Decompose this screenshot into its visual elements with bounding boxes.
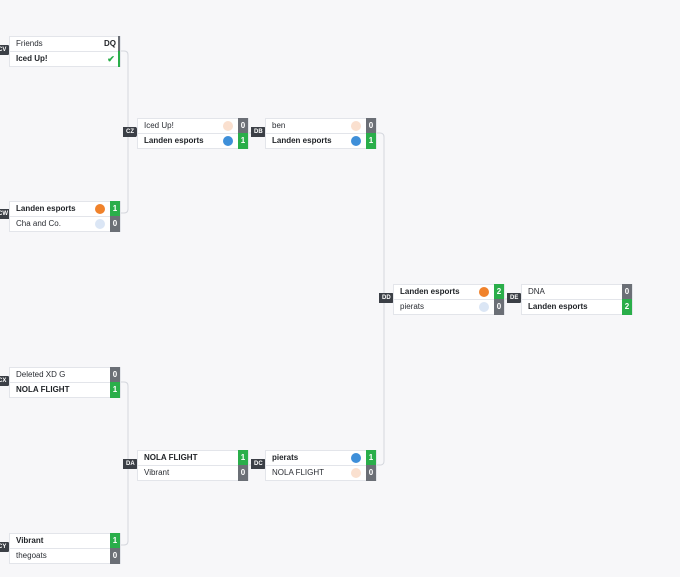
team-name: Landen esports	[400, 287, 460, 296]
match-id-tag: CX	[0, 376, 12, 386]
match-id-tag: CY	[0, 542, 12, 552]
team-name: Iced Up!	[144, 121, 174, 130]
match-da[interactable]: DA NOLA FLIGHT 1 Vibrant 0	[123, 450, 249, 481]
score: 1	[110, 201, 120, 217]
match-cy[interactable]: CY Vibrant 1 thegoats 0	[0, 533, 121, 564]
match-cz[interactable]: CZ Iced Up! 0 Landen esports 1	[123, 118, 249, 149]
match-db[interactable]: DB ben 0 Landen esports 1	[251, 118, 377, 149]
team-slot[interactable]: thegoats 0	[9, 548, 121, 564]
team-slot[interactable]: ben 0	[265, 118, 377, 134]
team-name: ben	[272, 121, 286, 130]
team-name: Landen esports	[16, 204, 76, 213]
match-cx[interactable]: CX Deleted XD G 0 NOLA FLIGHT 1	[0, 367, 121, 398]
team-name: pierats	[272, 453, 299, 462]
team-slot[interactable]: Iced Up! 0	[137, 118, 249, 134]
score: 0	[110, 367, 120, 383]
team-name: Cha and Co.	[16, 219, 61, 228]
team-name: thegoats	[16, 551, 47, 560]
score: DQ	[104, 39, 116, 48]
match-id-tag: DD	[379, 293, 396, 303]
team-name: Landen esports	[528, 302, 588, 311]
team-slot[interactable]: pierats 0	[393, 299, 505, 315]
team-slot[interactable]: Friends DQ	[9, 36, 121, 52]
match-cv[interactable]: CV Friends DQ Iced Up! ✔	[0, 36, 121, 67]
result-bar	[118, 51, 120, 67]
score: 2	[622, 299, 632, 315]
team-avatar-dot	[479, 287, 489, 297]
team-name: Landen esports	[272, 136, 332, 145]
match-de[interactable]: DE DNA 0 Landen esports 2	[507, 284, 633, 315]
team-slot[interactable]: Vibrant 0	[137, 465, 249, 481]
team-name: Friends	[16, 39, 43, 48]
team-slot[interactable]: Landen esports 2	[521, 299, 633, 315]
team-avatar-dot	[479, 302, 489, 312]
score: 0	[494, 299, 504, 315]
team-name: Vibrant	[144, 468, 170, 477]
score: 0	[366, 118, 376, 134]
team-avatar-dot	[223, 136, 233, 146]
score: 1	[110, 533, 120, 549]
team-slot[interactable]: Deleted XD G 0	[9, 367, 121, 383]
team-name: DNA	[528, 287, 545, 296]
team-slot[interactable]: DNA 0	[521, 284, 633, 300]
team-slot[interactable]: Landen esports 2	[393, 284, 505, 300]
team-avatar-dot	[351, 136, 361, 146]
match-cw[interactable]: CW Landen esports 1 Cha and Co. 0	[0, 201, 121, 232]
team-slot[interactable]: Landen esports 1	[265, 133, 377, 149]
team-name: Vibrant	[16, 536, 44, 545]
match-dd[interactable]: DD Landen esports 2 pierats 0	[379, 284, 505, 315]
match-id-tag: DB	[251, 127, 268, 137]
team-slot[interactable]: NOLA FLIGHT 1	[137, 450, 249, 466]
score: 1	[366, 450, 376, 466]
team-slot[interactable]: pierats 1	[265, 450, 377, 466]
team-name: Deleted XD G	[16, 370, 66, 379]
score: 0	[238, 118, 248, 134]
match-id-tag: CW	[0, 209, 13, 219]
team-name: NOLA FLIGHT	[16, 385, 70, 394]
team-slot[interactable]: Landen esports 1	[9, 201, 121, 217]
score: 0	[366, 465, 376, 481]
team-slot[interactable]: NOLA FLIGHT 0	[265, 465, 377, 481]
team-avatar-dot	[351, 453, 361, 463]
team-avatar-dot	[351, 121, 361, 131]
score: 0	[622, 284, 632, 300]
team-name: Iced Up!	[16, 54, 48, 63]
score: 0	[110, 216, 120, 232]
team-avatar-dot	[351, 468, 361, 478]
team-name: Landen esports	[144, 136, 204, 145]
score: 1	[238, 133, 248, 149]
check-icon: ✔	[107, 54, 115, 64]
match-dc[interactable]: DC pierats 1 NOLA FLIGHT 0	[251, 450, 377, 481]
score: 1	[238, 450, 248, 466]
team-name: pierats	[400, 302, 425, 311]
team-slot[interactable]: Iced Up! ✔	[9, 51, 121, 67]
team-name: NOLA FLIGHT	[272, 468, 325, 477]
result-bar	[118, 36, 120, 52]
score: 2	[494, 284, 504, 300]
score: 0	[110, 548, 120, 564]
team-avatar-dot	[223, 121, 233, 131]
score: 0	[238, 465, 248, 481]
match-id-tag: DE	[507, 293, 524, 303]
team-name: NOLA FLIGHT	[144, 453, 198, 462]
score: 1	[366, 133, 376, 149]
team-slot[interactable]: Cha and Co. 0	[9, 216, 121, 232]
match-id-tag: DA	[123, 459, 140, 469]
team-slot[interactable]: NOLA FLIGHT 1	[9, 382, 121, 398]
match-id-tag: DC	[251, 459, 268, 469]
score: 1	[110, 382, 120, 398]
team-avatar-dot	[95, 204, 105, 214]
match-id-tag: CZ	[123, 127, 139, 137]
team-slot[interactable]: Vibrant 1	[9, 533, 121, 549]
team-slot[interactable]: Landen esports 1	[137, 133, 249, 149]
match-id-tag: CV	[0, 45, 12, 55]
team-avatar-dot	[95, 219, 105, 229]
